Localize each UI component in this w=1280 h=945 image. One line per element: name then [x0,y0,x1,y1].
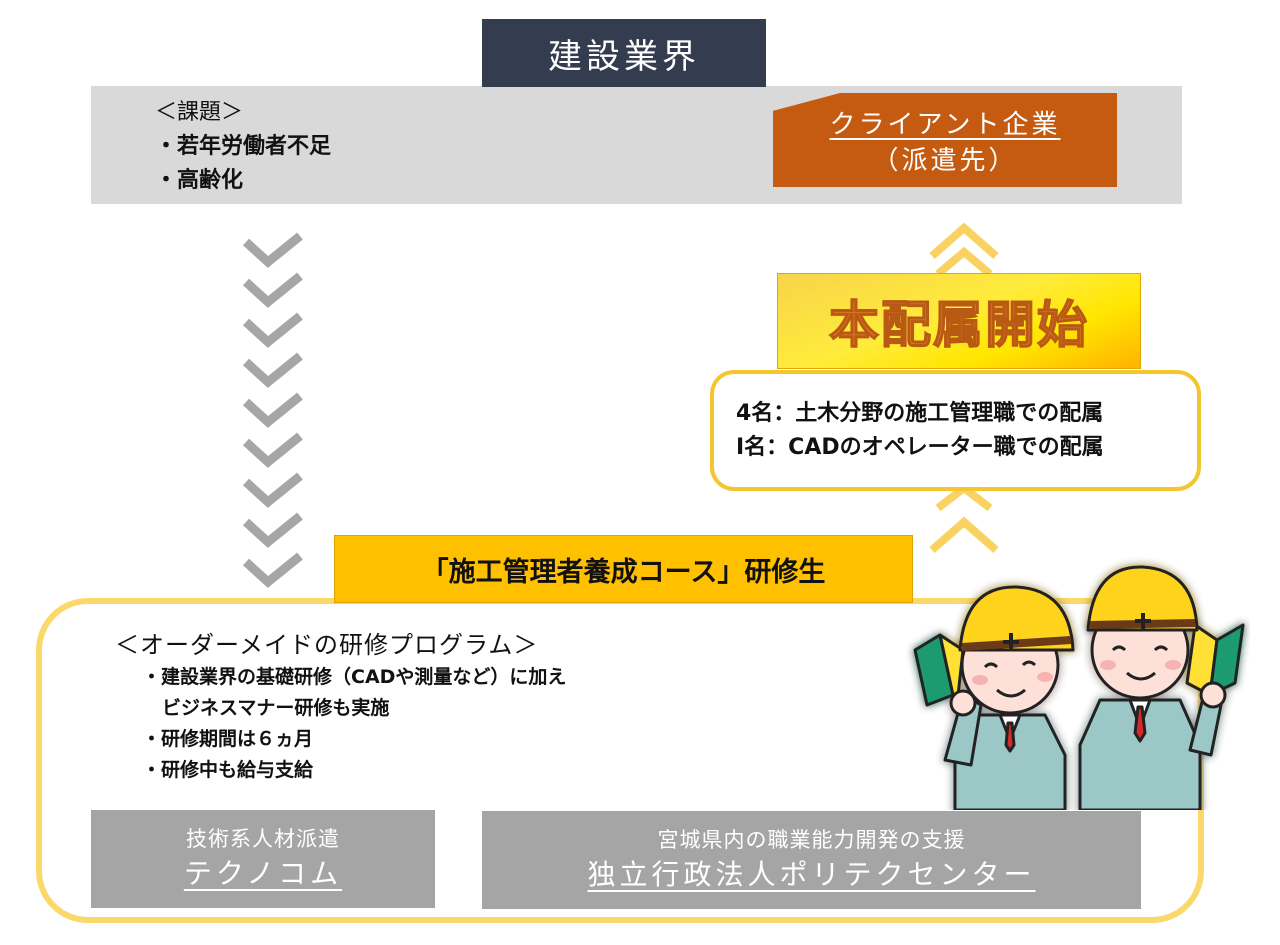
chevron-up-icon [928,482,1000,558]
client-company-box: クライアント企業 （派遣先） [773,93,1117,187]
chevron-down-icon [242,552,304,592]
program-item-text: ・建設業界の基礎研修（CADや測量など）に加え [142,666,567,688]
issues-heading: ＜課題＞ [155,100,244,125]
program-item: ・建設業界の基礎研修（CADや測量など）に加え ビジネスマナー研修も実施 [142,662,566,724]
chevron-down-icon [242,432,304,472]
down-arrow-column [242,232,304,592]
issues-list: ＜課題＞ ・若年労働者不足 ・高齢化 [155,96,331,198]
org-name-link[interactable]: テクノコム [183,857,343,890]
program-item: ・研修期間は６ヵ月 [142,724,566,755]
client-company-name[interactable]: クライアント企業 [829,110,1061,140]
course-label: 「施工管理者養成コース」研修生 [334,535,913,603]
chevron-up-icon [928,222,1000,278]
program-item-text: ・研修中も給与支給 [142,759,314,781]
program-list: ・建設業界の基礎研修（CADや測量など）に加え ビジネスマナー研修も実施 ・研修… [142,662,566,786]
org-name-link[interactable]: 独立行政法人ポリテクセンター [587,858,1036,891]
chevron-down-icon [242,352,304,392]
assignment-line: I名：CADのオペレーター職での配属 [736,434,1104,460]
assignment-details-box: 4名：土木分野の施工管理職での配属 I名：CADのオペレーター職での配属 [710,370,1201,491]
org-subtitle: 技術系人材派遣 [186,827,340,851]
program-item-text: ・研修期間は６ヵ月 [142,728,314,750]
chevron-down-icon [242,392,304,432]
chevron-down-icon [242,472,304,512]
org-box-polytech-center: 宮城県内の職業能力開発の支援 独立行政法人ポリテクセンター [482,811,1141,909]
issue-item: ・若年労働者不足 [155,134,332,159]
chevron-down-icon [242,272,304,312]
chevron-down-icon [242,232,304,272]
issue-item: ・高齢化 [155,168,244,193]
trainees-illustration [905,555,1250,812]
org-box-technocom: 技術系人材派遣 テクノコム [91,810,435,908]
program-heading: ＜オーダーメイドの研修プログラム＞ [115,631,539,659]
chevron-down-icon [242,512,304,552]
page-title: 建設業界 [482,19,766,87]
assignment-line: 4名：土木分野の施工管理職での配属 [736,400,1104,426]
org-subtitle: 宮城県内の職業能力開発の支援 [657,828,966,852]
chevron-down-icon [242,312,304,352]
program-item: ・研修中も給与支給 [142,755,566,786]
training-program: ＜オーダーメイドの研修プログラム＞ ・建設業界の基礎研修（CADや測量など）に加… [115,628,566,786]
client-company-role: （派遣先） [872,146,1018,176]
assignment-start-badge: 本配属開始 [777,273,1141,369]
program-item-continuation: ビジネスマナー研修も実施 [162,697,390,719]
